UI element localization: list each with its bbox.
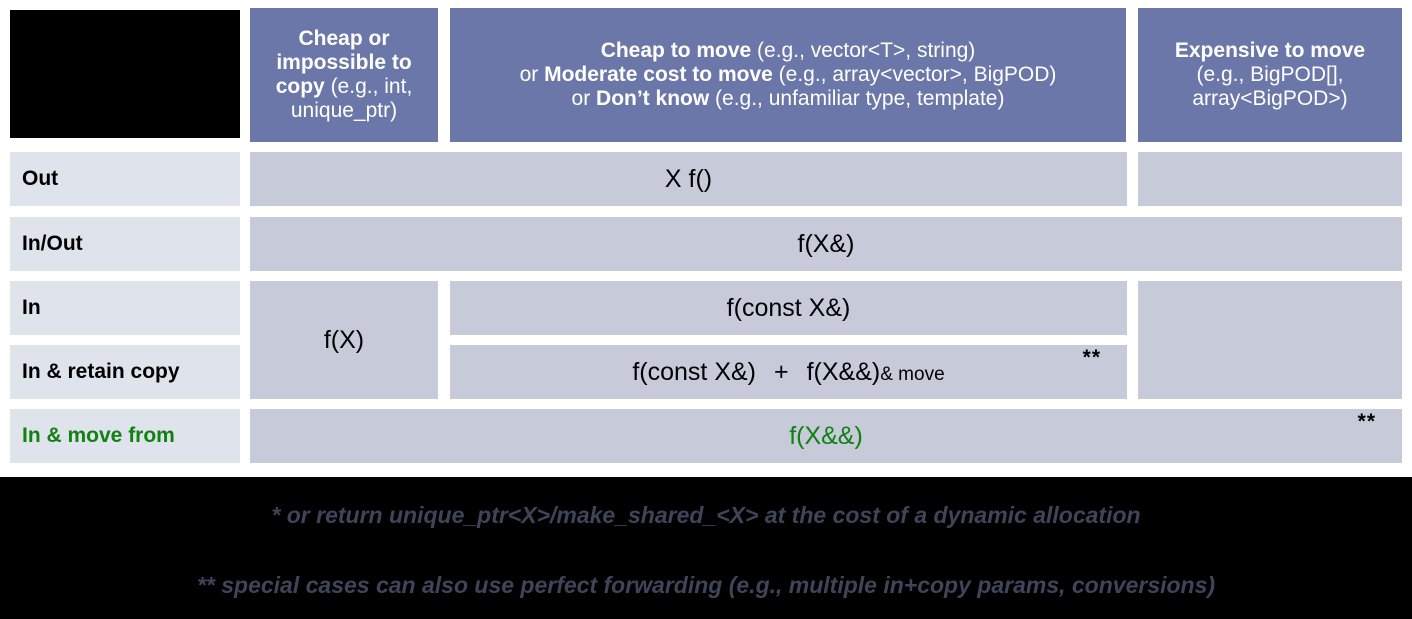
cell-in-move-from-star: ** bbox=[1357, 410, 1376, 433]
header-cheap-move-bold: Cheap to move bbox=[600, 38, 752, 62]
footnote-single-star: * or return unique_ptr<X>/make_shared_<X… bbox=[0, 502, 1412, 529]
header-moderate-bold: Moderate cost to move bbox=[544, 62, 773, 86]
cell-in-cheap-copy-fx-text: f(X) bbox=[323, 325, 365, 354]
row-label-in-retain-copy-text: In & retain copy bbox=[22, 359, 180, 383]
row-label-in: In bbox=[10, 281, 240, 335]
header-moderate-rest: (e.g., array<vector>, BigPOD) bbox=[772, 62, 1057, 86]
header-dontknow-bold: Don’t know bbox=[596, 87, 710, 111]
header-line-4-rest: unique_ptr) bbox=[290, 99, 398, 123]
cell-in-move-from-wide: f(X&&) ** bbox=[250, 409, 1402, 463]
row-label-out: Out bbox=[10, 152, 240, 206]
row-label-out-text: Out bbox=[22, 166, 59, 190]
cell-in-middle: f(const X&) bbox=[450, 281, 1127, 335]
header-moderate-pre: or bbox=[519, 62, 545, 86]
row-label-in-text: In bbox=[22, 295, 41, 319]
cell-out-wide: X f() bbox=[250, 152, 1127, 206]
header-line-1: Cheap or bbox=[298, 26, 390, 50]
header-col-cheap-or-impossible-to-copy: Cheap or impossible to copy (e.g., int, … bbox=[250, 8, 438, 142]
row-label-in-retain-copy: In & retain copy bbox=[10, 345, 240, 399]
row-label-in-out: In/Out bbox=[10, 217, 240, 271]
cell-in-middle-text: f(const X&) bbox=[726, 293, 851, 322]
cell-in-out-wide-text: f(X&) bbox=[797, 229, 855, 258]
header-line-2: impossible to bbox=[276, 50, 412, 74]
footnote-single-star-text: * or return unique_ptr<X>/make_shared_<X… bbox=[271, 502, 1141, 528]
cell-in-retain-copy-star: ** bbox=[1082, 346, 1101, 369]
footnote-band bbox=[0, 477, 1412, 619]
cell-in-move-from-text: f(X&&) bbox=[789, 421, 863, 450]
header-col-cheap-to-move: Cheap to move (e.g., vector<T>, string) … bbox=[450, 8, 1126, 142]
cell-in-retain-copy-middle: f(const X&) + f(X&&) & move ** bbox=[450, 345, 1127, 399]
header-line-3-bold: copy bbox=[275, 75, 325, 98]
header-expensive-line2: (e.g., BigPOD[], bbox=[1196, 62, 1344, 86]
header-line-3-rest: (e.g., int, bbox=[324, 75, 413, 98]
row-label-in-move-from: In & move from bbox=[10, 409, 240, 463]
cell-in-retain-const-ref: f(const X&) bbox=[632, 357, 756, 386]
row-label-in-move-from-text: In & move from bbox=[22, 423, 175, 447]
cell-in-out-wide: f(X&) bbox=[250, 217, 1402, 271]
header-col-expensive-to-move: Expensive to move (e.g., BigPOD[], array… bbox=[1138, 8, 1402, 142]
cell-in-retain-and-move: & move bbox=[880, 363, 945, 385]
row-label-in-out-text: In/Out bbox=[22, 231, 83, 255]
cell-in-cheap-copy-fx: f(X) bbox=[250, 281, 438, 399]
header-expensive-line3: array<BigPOD>) bbox=[1192, 87, 1348, 111]
header-dontknow-rest: (e.g., unfamiliar type, template) bbox=[709, 87, 1005, 111]
cell-out-wide-text: X f() bbox=[664, 164, 713, 193]
header-expensive-bold: Expensive to move bbox=[1174, 38, 1366, 62]
cell-expensive-out-inout bbox=[1138, 152, 1402, 206]
footnote-double-star: ** special cases can also use perfect fo… bbox=[0, 572, 1412, 599]
header-cheap-move-rest: (e.g., vector<T>, string) bbox=[751, 38, 976, 62]
header-corner-cell bbox=[10, 10, 240, 138]
cell-in-retain-rvalue-ref: f(X&&) bbox=[806, 357, 881, 386]
footnote-double-star-text: ** special cases can also use perfect fo… bbox=[196, 572, 1216, 598]
cell-in-retain-plus: + bbox=[774, 357, 789, 386]
cell-in-expensive bbox=[1138, 281, 1402, 399]
header-dontknow-pre: or bbox=[571, 87, 597, 111]
